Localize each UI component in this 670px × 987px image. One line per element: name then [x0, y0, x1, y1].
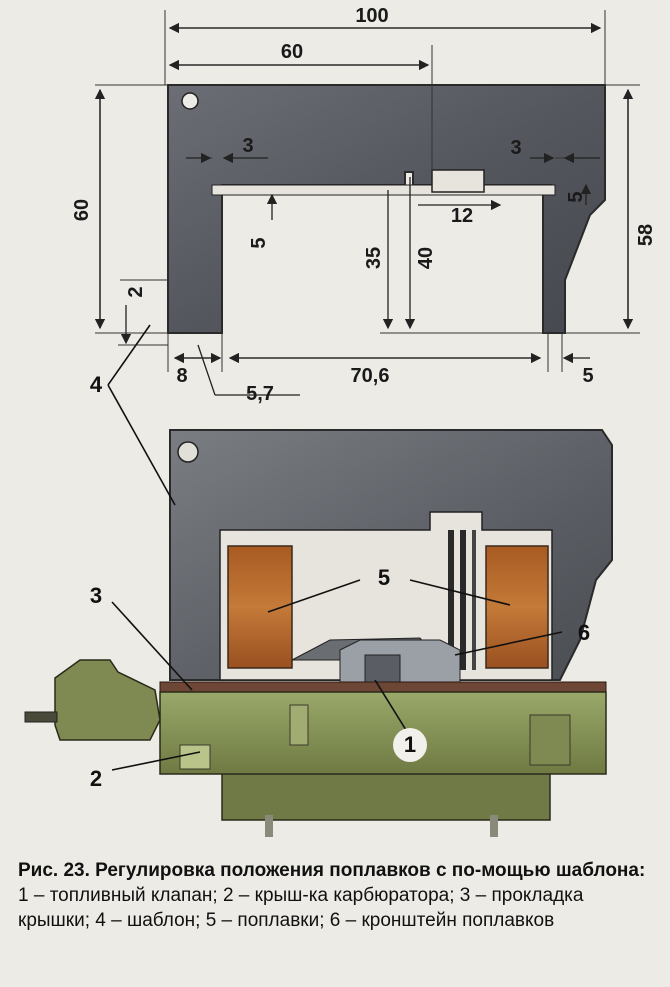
mount-hole-photo: [177, 441, 199, 463]
callout-2: 2: [90, 766, 102, 791]
caption-title: Рис. 23. Регулировка положения поплавков…: [18, 860, 646, 881]
template-on-carburetor-photo: [24, 429, 613, 837]
caption-body: 1 – топливный клапан; 2 – крыш-ка карбюр…: [18, 885, 584, 931]
dim-5-bottom: 5: [582, 365, 593, 387]
dim-70-6: 70,6: [351, 365, 390, 387]
callout-3: 3: [90, 583, 102, 608]
float-template-diagram: 100 60 60 3 3 5 5 12 35 40 58 2 8 5,7 70…: [24, 5, 657, 837]
callout-5: 5: [378, 565, 390, 590]
fuel-inlet-fitting: [54, 659, 161, 741]
dim-3-right: 3: [510, 137, 521, 159]
fuel-valve: [364, 654, 401, 686]
callout-1: 1: [404, 732, 416, 757]
callout-4: 4: [90, 372, 103, 397]
dim-60-top: 60: [281, 41, 303, 63]
dim-3-left: 3: [242, 135, 253, 157]
dim-5-left: 5: [248, 237, 270, 248]
carburetor-base: [221, 771, 551, 821]
template-plate-top: [167, 84, 606, 334]
dim-100: 100: [355, 5, 388, 27]
template-drawing: 100 60 60 3 3 5 5 12 35 40 58 2 8 5,7 70…: [71, 5, 657, 405]
mount-hole-top: [181, 92, 199, 110]
callout-6: 6: [578, 620, 590, 645]
dim-2: 2: [125, 286, 147, 297]
dim-8: 8: [176, 365, 187, 387]
dim-5-right: 5: [565, 191, 587, 202]
float-right: [485, 545, 549, 669]
dim-12: 12: [451, 205, 473, 227]
dim-60-left: 60: [71, 199, 93, 221]
dim-5-7: 5,7: [246, 383, 274, 405]
dim-40: 40: [415, 247, 437, 269]
dim-35: 35: [363, 247, 385, 269]
cover-gasket: [159, 681, 607, 693]
dim-58: 58: [635, 224, 657, 246]
figure-caption: Рис. 23. Регулировка положения поплавков…: [18, 858, 658, 933]
